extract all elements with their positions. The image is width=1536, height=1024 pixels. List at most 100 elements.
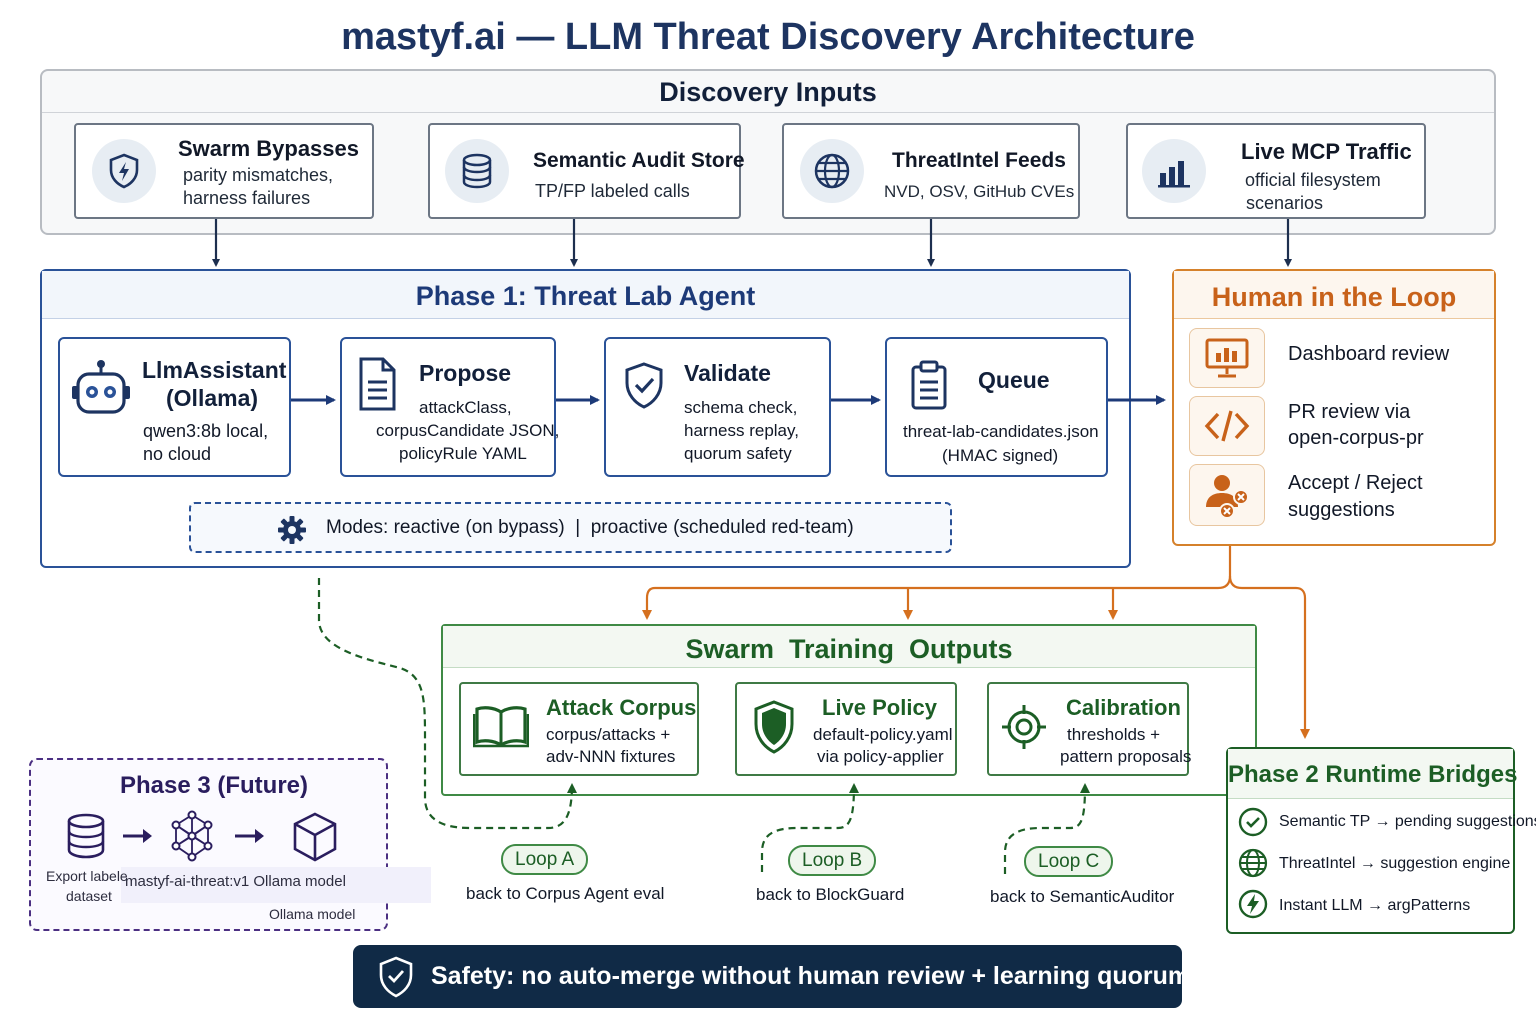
card-title: ThreatIntel Feeds (892, 149, 1066, 172)
input-card-swarm-bypasses: Swarm Bypasses parity mismatches, harnes… (74, 123, 374, 219)
lightning-icon (1237, 888, 1269, 925)
loop-a-badge: Loop A (501, 844, 589, 875)
globe-icon (800, 139, 864, 203)
step-llm-assistant: LlmAssistant (Ollama) qwen3:8b local, no… (58, 337, 291, 477)
modes-separator: | (575, 517, 581, 538)
card-title: Swarm Bypasses (178, 136, 359, 161)
human-in-loop-header: Human in the Loop (1174, 271, 1494, 319)
phase2-item: Semantic TP → pending suggestions (1279, 813, 1536, 830)
database-icon (64, 812, 108, 865)
shield-lightning-icon (92, 139, 156, 203)
hitl-text: open-corpus-pr (1288, 427, 1424, 449)
step-sub: harness replay, (684, 421, 799, 440)
step-sub: policyRule YAML (399, 444, 527, 463)
model-label: mastyf-ai-threat:v1 Ollama model (125, 873, 346, 890)
model-label-box (121, 867, 431, 903)
code-icon (1189, 396, 1265, 456)
card-sub: TP/FP labeled calls (535, 181, 690, 201)
step-title: Propose (419, 360, 512, 386)
step-sub: quorum safety (684, 444, 792, 463)
loop-c-badge: Loop C (1024, 846, 1114, 877)
step-sub: schema check, (684, 398, 798, 417)
card-sub: harness failures (183, 188, 311, 208)
card-sub: parity mismatches, (183, 165, 334, 185)
input-card-threatintel: ThreatIntel Feeds NVD, OSV, GitHub CVEs (782, 123, 1080, 219)
loop-c-text: back to SemanticAuditor (990, 887, 1175, 906)
shield-icon (752, 699, 796, 762)
output-sub: pattern proposals (1060, 747, 1192, 766)
robot-icon (70, 359, 132, 426)
step-title: LlmAssistant (142, 357, 287, 383)
step-sub: no cloud (143, 444, 212, 464)
input-card-live-mcp: Live MCP Traffic official filesystem sce… (1126, 123, 1426, 219)
step-queue: Queue threat-lab-candidates.json (HMAC s… (885, 337, 1108, 477)
output-title: Live Policy (822, 695, 937, 720)
monitor-chart-icon (1189, 328, 1265, 388)
hitl-text: PR review via (1288, 401, 1411, 423)
hitl-text: suggestions (1288, 499, 1395, 521)
modes-reactive: reactive (on bypass) (393, 517, 565, 538)
modes-box: Modes: reactive (on bypass) | proactive … (189, 502, 952, 553)
target-icon (1001, 704, 1047, 755)
output-title: Attack Corpus (546, 695, 697, 720)
database-icon (445, 139, 509, 203)
hitl-text: Dashboard review (1288, 343, 1450, 365)
step-sub: attackClass, (419, 398, 512, 417)
output-attack-corpus: Attack Corpus corpus/attacks + adv-NNN f… (459, 682, 699, 776)
output-live-policy: Live Policy default-policy.yaml via poli… (735, 682, 957, 776)
loop-b-badge: Loop B (788, 845, 877, 876)
step-validate: Validate schema check, harness replay, q… (604, 337, 831, 477)
export-label: Export labele (46, 868, 128, 884)
shield-check-icon (378, 956, 414, 1003)
safety-banner: Safety: no auto-merge without human revi… (353, 945, 1190, 1008)
cube-icon (291, 811, 339, 868)
modes-label: Modes: (326, 517, 389, 538)
output-calibration: Calibration thresholds + pattern proposa… (987, 682, 1192, 776)
phase3-header: Phase 3 (Future) (119, 772, 309, 799)
step-title: Queue (978, 367, 1050, 393)
check-circle-icon (1237, 806, 1269, 843)
loop-b-text: back to BlockGuard (756, 885, 905, 904)
output-sub: default-policy.yaml (813, 725, 953, 744)
user-reject-icon (1189, 464, 1265, 526)
discovery-inputs-header: Discovery Inputs (42, 71, 1494, 113)
step-propose: Propose attackClass, corpusCandidate JSO… (340, 337, 560, 477)
card-title: Semantic Audit Store (533, 149, 745, 172)
card-sub: NVD, OSV, GitHub CVEs (884, 182, 1075, 201)
globe-icon (1237, 847, 1269, 884)
step-title: Validate (684, 360, 771, 386)
ollama-label: Ollama model (269, 906, 356, 922)
modes-text: Modes: reactive (on bypass) | proactive … (326, 517, 854, 539)
export-label: dataset (66, 888, 112, 904)
step-title: (Ollama) (166, 385, 259, 411)
bar-chart-icon (1142, 139, 1206, 203)
output-sub: via policy-applier (817, 747, 944, 766)
input-card-semantic-audit: Semantic Audit Store TP/FP labeled calls (428, 123, 745, 219)
step-sub: (HMAC signed) (942, 446, 1059, 465)
arrow-right-icon (121, 824, 155, 853)
phase1-header: Phase 1: Threat Lab Agent (42, 271, 1129, 319)
card-sub: scenarios (1246, 193, 1324, 213)
swarm-outputs-header: Swarm Training Outputs (443, 626, 1255, 668)
arrow-right-icon (233, 824, 267, 853)
phase2-item: ThreatIntel → suggestion engine (1279, 855, 1511, 872)
shield-check-icon (623, 361, 665, 416)
document-icon (357, 356, 397, 417)
step-sub: threat-lab-candidates.json (903, 422, 1099, 441)
modes-proactive: proactive (scheduled red-team) (590, 517, 854, 538)
phase2-header: Phase 2 Runtime Bridges (1228, 749, 1517, 799)
hitl-text: Accept / Reject (1288, 472, 1423, 494)
card-title: Live MCP Traffic (1241, 139, 1412, 164)
page-title: mastyf.ai — LLM Threat Discovery Archite… (341, 16, 1195, 58)
output-title: Calibration (1066, 695, 1181, 720)
book-icon (472, 704, 530, 755)
step-sub: corpusCandidate JSON, (376, 421, 560, 440)
safety-text: Safety: no auto-merge without human revi… (431, 962, 1191, 990)
loop-a-text: back to Corpus Agent eval (466, 884, 665, 903)
gear-icon (277, 515, 307, 550)
clipboard-icon (909, 359, 949, 416)
card-sub: official filesystem (1245, 170, 1381, 190)
neural-network-icon (166, 810, 218, 867)
output-sub: corpus/attacks + (546, 725, 671, 744)
step-sub: qwen3:8b local, (143, 421, 269, 441)
